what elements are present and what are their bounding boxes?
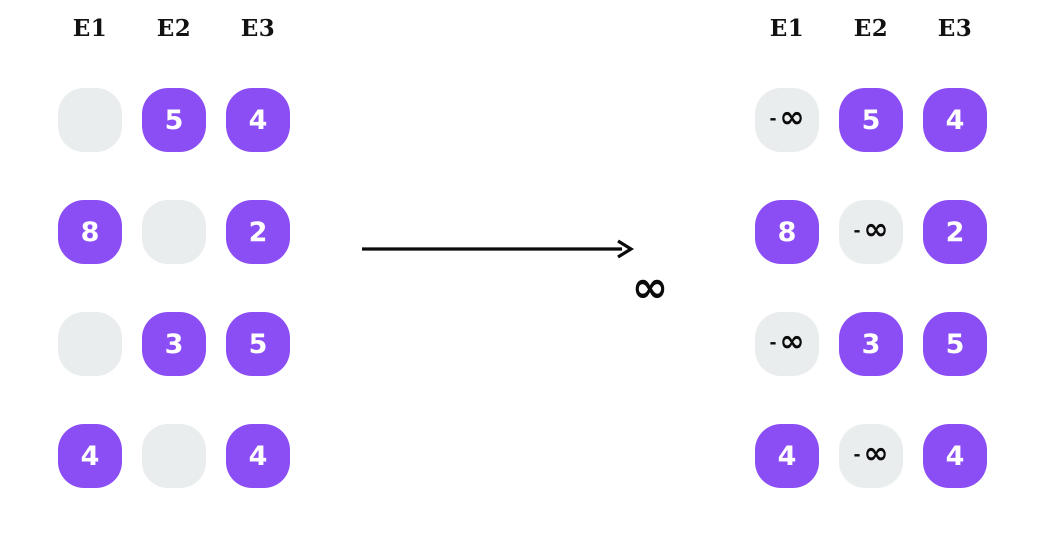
output-matrix-header-row: E1 E2 E3 <box>747 12 1042 46</box>
cell-value: 4 <box>80 440 100 472</box>
output-cell-r3-c1[interactable]: -∞ <box>755 312 819 376</box>
cell-value: 4 <box>945 104 965 136</box>
negative-infinity-icon: -∞ <box>769 100 805 135</box>
input-cell-r4-c1[interactable]: 4 <box>58 424 122 488</box>
right-arrow-icon <box>360 234 635 264</box>
negative-infinity-icon: -∞ <box>769 324 805 359</box>
cell-value: 3 <box>861 328 881 360</box>
cell-value: 5 <box>248 328 268 360</box>
output-cell-r2-c2[interactable]: -∞ <box>839 200 903 264</box>
cell-value: 8 <box>777 216 797 248</box>
cell-value: 3 <box>164 328 184 360</box>
output-cell-r2-c1[interactable]: 8 <box>755 200 819 264</box>
minus-sign: - <box>853 444 861 465</box>
cell-value: 4 <box>248 104 268 136</box>
input-cell-r1-c3[interactable]: 4 <box>226 88 290 152</box>
infinity-icon: ∞ <box>863 436 889 471</box>
minus-sign: - <box>853 220 861 241</box>
cell-value: 2 <box>945 216 965 248</box>
cell-value: 2 <box>248 216 268 248</box>
output-cell-r4-c2[interactable]: -∞ <box>839 424 903 488</box>
input-matrix-grid: 5 4 8 2 3 5 4 4 <box>58 88 290 488</box>
cell-value: 5 <box>945 328 965 360</box>
output-cell-r4-c3[interactable]: 4 <box>923 424 987 488</box>
output-cell-r4-c1[interactable]: 4 <box>755 424 819 488</box>
cell-value: 5 <box>861 104 881 136</box>
output-cell-r2-c3[interactable]: 2 <box>923 200 987 264</box>
output-cell-r1-c1[interactable]: -∞ <box>755 88 819 152</box>
input-cell-r1-c2[interactable]: 5 <box>142 88 206 152</box>
negative-infinity-icon: -∞ <box>853 436 889 471</box>
input-cell-r4-c2[interactable] <box>142 424 206 488</box>
minus-sign: - <box>769 332 777 353</box>
input-cell-r4-c3[interactable]: 4 <box>226 424 290 488</box>
input-cell-r1-c1[interactable] <box>58 88 122 152</box>
cell-value: 8 <box>80 216 100 248</box>
input-column-header-e3: E3 <box>240 15 276 42</box>
infinity-icon: ∞ <box>779 100 805 135</box>
cell-value: 4 <box>248 440 268 472</box>
input-cell-r3-c1[interactable] <box>58 312 122 376</box>
input-cell-r3-c3[interactable]: 5 <box>226 312 290 376</box>
input-matrix: E1 E2 E3 5 4 8 2 3 5 4 4 <box>50 0 350 546</box>
output-cell-r1-c2[interactable]: 5 <box>839 88 903 152</box>
input-column-header-e1: E1 <box>72 15 108 42</box>
negative-infinity-icon: -∞ <box>853 212 889 247</box>
input-column-header-e2: E2 <box>156 15 192 42</box>
input-cell-r2-c3[interactable]: 2 <box>226 200 290 264</box>
output-cell-r3-c2[interactable]: 3 <box>839 312 903 376</box>
input-cell-r2-c2[interactable] <box>142 200 206 264</box>
infinity-annotation: ∞ <box>631 262 669 313</box>
input-cell-r2-c1[interactable]: 8 <box>58 200 122 264</box>
infinity-icon: ∞ <box>779 324 805 359</box>
cell-value: 4 <box>777 440 797 472</box>
output-column-header-e2: E2 <box>853 15 889 42</box>
input-matrix-header-row: E1 E2 E3 <box>50 12 350 46</box>
infinity-icon: ∞ <box>863 212 889 247</box>
output-cell-r1-c3[interactable]: 4 <box>923 88 987 152</box>
cell-value: 5 <box>164 104 184 136</box>
minus-sign: - <box>769 108 777 129</box>
output-column-header-e3: E3 <box>937 15 973 42</box>
input-cell-r3-c2[interactable]: 3 <box>142 312 206 376</box>
output-cell-r3-c3[interactable]: 5 <box>923 312 987 376</box>
cell-value: 4 <box>945 440 965 472</box>
output-column-header-e1: E1 <box>769 15 805 42</box>
